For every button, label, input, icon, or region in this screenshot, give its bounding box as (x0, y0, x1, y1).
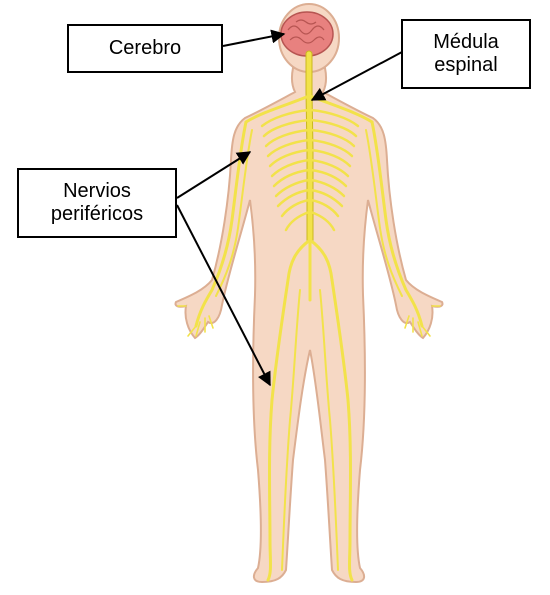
label-cerebro-text: Cerebro (109, 37, 181, 60)
label-nervios-perifericos: Nervios periféricos (17, 168, 177, 238)
label-medula-espinal: Médula espinal (401, 19, 531, 89)
label-medula-line1: Médula (433, 31, 499, 54)
brain-organ (281, 12, 333, 56)
label-nervios-line2: periféricos (51, 203, 143, 226)
label-nervios-line1: Nervios (63, 180, 131, 203)
label-cerebro: Cerebro (67, 24, 223, 73)
label-medula-line2: espinal (434, 54, 497, 77)
arrow-cerebro (223, 34, 284, 46)
